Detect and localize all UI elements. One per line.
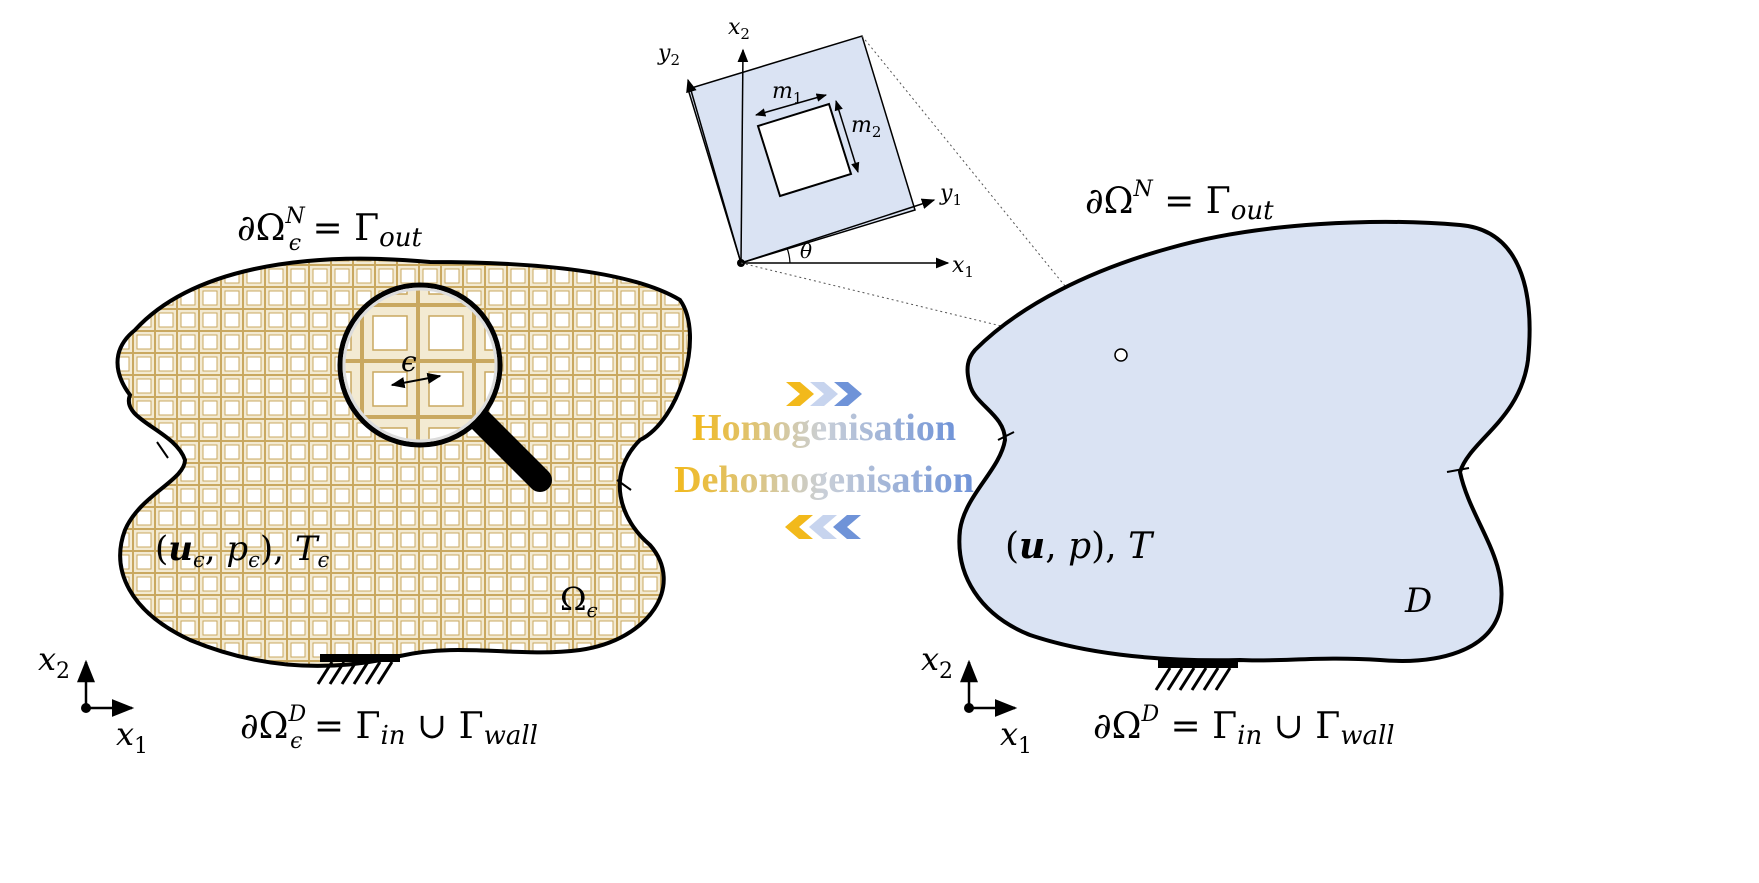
backward-chevrons-icon	[785, 515, 861, 539]
process-indicator: Homogenisation Dehomogenisation	[674, 382, 974, 539]
right-bottom-boundary-label: ∂ΩD = Γin ∪ Γwall	[1093, 702, 1395, 751]
left-axis-x2-label: x2	[38, 640, 70, 684]
forward-chevrons-icon	[786, 382, 862, 406]
left-axis-x1-label: x1	[116, 715, 148, 759]
right-fixed-support	[1154, 660, 1238, 691]
left-fixed-support	[316, 654, 400, 685]
cell-x2-label: x2	[728, 15, 750, 43]
homogenisation-label: Homogenisation	[692, 407, 956, 449]
right-domain-shape	[957, 219, 1532, 663]
left-domain-shape	[115, 256, 692, 668]
sample-point-icon	[1114, 348, 1128, 362]
cell-m2-label: m2	[851, 113, 881, 141]
left-field-label: (uϵ, pϵ), Tϵ	[155, 529, 330, 572]
magnifier-icon: ϵ	[337, 282, 552, 492]
unit-cell-hole	[756, 102, 853, 198]
right-axis-x1-label: x1	[1000, 715, 1032, 759]
right-top-boundary-label: ∂ΩN = Γout	[1085, 177, 1274, 226]
cell-m1-label: m1	[772, 79, 802, 107]
left-axes: x2 x1	[38, 640, 148, 759]
dehomogenisation-label: Dehomogenisation	[674, 459, 974, 501]
left-region-label: Ωϵ	[560, 580, 598, 622]
right-axis-x2-label: x2	[921, 640, 953, 684]
right-axes: x2 x1	[921, 640, 1032, 759]
cell-x1-label: x1	[952, 253, 974, 281]
cell-y2-label: y2	[657, 41, 680, 69]
cell-y1-label: y1	[939, 181, 962, 209]
unit-cell: x2 x1 y1 y2 m1 m2 θ	[657, 15, 1122, 356]
magnifier-label: ϵ	[401, 345, 417, 378]
right-region-label: D	[1404, 581, 1432, 621]
right-field-label: (u, p), T	[1005, 525, 1155, 567]
cell-theta-label: θ	[800, 239, 812, 263]
right-domain: ∂ΩN = Γout (u, p), T D ∂ΩD = Γin ∪ Γwall…	[921, 177, 1532, 759]
